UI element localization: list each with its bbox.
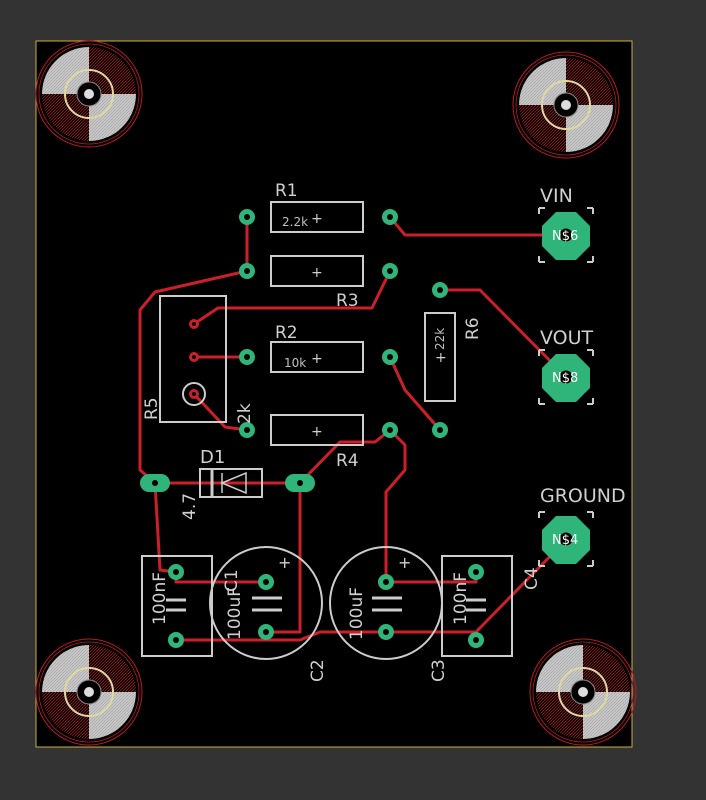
r2-origin-plus: + [311, 351, 323, 367]
c2-plates [252, 596, 282, 612]
r3-ref: R3 [336, 291, 359, 311]
connector-ground[interactable] [538, 511, 594, 567]
pad-c2-1[interactable] [258, 574, 274, 590]
pad-d1-1[interactable] [140, 474, 170, 492]
r5-outline [159, 295, 227, 423]
r4-ref: R4 [336, 451, 359, 471]
r1-origin-plus: + [311, 211, 323, 227]
pad-r4-1[interactable] [239, 422, 255, 438]
d1-value: 4.7 [180, 493, 200, 520]
r1-ref: R1 [275, 181, 298, 201]
r6-origin-plus: + [435, 350, 447, 366]
c2-value: 100uF [225, 587, 245, 640]
trace-r6-vout [438, 288, 568, 379]
c4-ref: C4 [522, 567, 542, 590]
r1-value: 2.2k [282, 215, 308, 229]
c2-outline [209, 546, 323, 660]
pad-c3-1[interactable] [378, 574, 394, 590]
pad-r2-2[interactable] [382, 349, 398, 365]
trace-r4-c3 [384, 428, 407, 584]
mounting-hole-top-left [35, 40, 143, 148]
pad-r1-2[interactable] [382, 209, 398, 225]
trace-d1-c2 [266, 481, 302, 634]
trace-r2-r6 [388, 355, 442, 432]
connector-vin[interactable] [538, 207, 594, 263]
c3-value: 100uF [347, 587, 367, 640]
c2-ref: C2 [308, 659, 328, 682]
c4-value: 100nF [451, 572, 471, 625]
trace-r3-d1 [138, 269, 249, 485]
pad-r5-3[interactable] [189, 389, 199, 399]
c3-polarity-plus: + [398, 553, 411, 572]
labels: R1 2.2k R3 R2 10k R4 R5 2k R6 22k D1 4.7… [142, 181, 626, 682]
r5-ref: R5 [142, 397, 162, 420]
r3-outline [270, 255, 364, 287]
vout-label: VOUT [540, 327, 594, 349]
d1-symbol [220, 471, 247, 495]
mounting-hole-bottom-left [35, 638, 143, 746]
pad-d1-2[interactable] [285, 474, 315, 492]
r6-outline [424, 312, 456, 402]
c1-plates [166, 598, 186, 612]
r5-wiper-ring [182, 382, 206, 406]
pad-r2-1[interactable] [239, 349, 255, 365]
pad-r6-1[interactable] [432, 282, 448, 298]
pad-c3-2[interactable] [378, 624, 394, 640]
pad-r5-1[interactable] [189, 319, 199, 329]
r6-value: 22k [433, 328, 447, 350]
r4-outline [270, 414, 364, 446]
r5-value: 2k [235, 403, 255, 424]
c3-outline [329, 546, 443, 660]
traces [138, 215, 568, 642]
vout-pad-name: N$8 [552, 371, 578, 386]
pad-c4-1[interactable] [468, 564, 484, 580]
r2-outline [270, 341, 364, 373]
pad-r3-1[interactable] [239, 263, 255, 279]
trace-r4-d1 [298, 428, 392, 485]
r6-ref: R6 [463, 317, 483, 340]
c1-outline [141, 555, 213, 657]
c3-ref: C3 [429, 659, 449, 682]
pad-c4-2[interactable] [468, 632, 484, 648]
pad-r5-2[interactable] [189, 352, 199, 362]
vin-label: VIN [540, 185, 573, 207]
ground-label: GROUND [540, 485, 626, 507]
c4-plates [466, 598, 486, 612]
silkscreen [141, 201, 513, 660]
d1-outline [199, 468, 263, 498]
connector-vout[interactable] [538, 349, 594, 405]
pad-r1-1[interactable] [239, 209, 255, 225]
pad-r4-2[interactable] [382, 422, 398, 438]
mounting-hole-top-right [512, 51, 620, 159]
board-outline [35, 40, 633, 748]
d1-ref: D1 [200, 447, 225, 468]
trace-ground [174, 538, 568, 642]
c3-plates [372, 596, 402, 612]
c1-value: 100nF [150, 572, 170, 625]
pad-r3-2[interactable] [382, 263, 398, 279]
pad-r6-2[interactable] [432, 422, 448, 438]
r2-ref: R2 [275, 323, 298, 343]
vin-pad-name: N$6 [552, 229, 578, 244]
c2-polarity-plus: + [278, 553, 291, 572]
r3-origin-plus: + [311, 265, 323, 281]
pad-c2-2[interactable] [258, 624, 274, 640]
pad-c1-2[interactable] [168, 632, 184, 648]
r1-outline [270, 201, 364, 233]
ground-pad-name: N$4 [552, 533, 578, 548]
mounting-hole-bottom-right [529, 638, 637, 746]
trace-r3-r5 [192, 269, 392, 326]
pad-c1-1[interactable] [168, 564, 184, 580]
r4-origin-plus: + [311, 424, 323, 440]
pads [140, 209, 484, 648]
r2-value: 10k [284, 356, 306, 370]
c1-ref: C1 [222, 569, 242, 592]
